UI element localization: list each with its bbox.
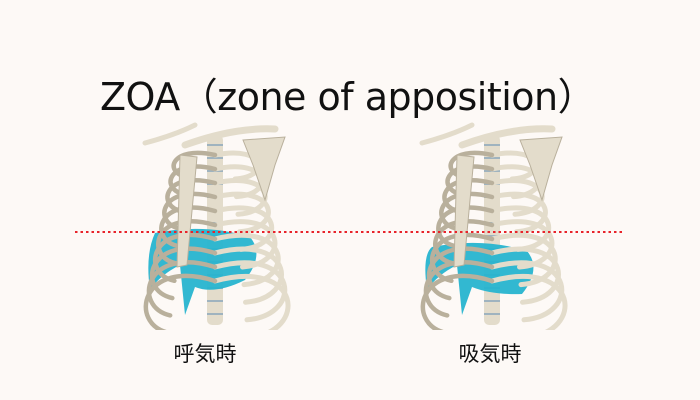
rib-left: [433, 219, 495, 266]
sternum: [453, 154, 475, 268]
rib-left: [149, 246, 218, 301]
rib-left: [426, 246, 495, 301]
rib-right: [212, 246, 284, 305]
rib-right: [212, 205, 275, 252]
clavicle: [458, 125, 556, 149]
scapula: [519, 136, 563, 202]
rib-right: [212, 232, 281, 288]
rib-left: [146, 260, 218, 318]
rib-right: [212, 273, 291, 330]
rib-left: [156, 219, 218, 266]
rib-right: [489, 273, 568, 330]
rib-left: [143, 273, 218, 330]
rib-right: [212, 191, 271, 235]
rib-left: [436, 205, 495, 249]
sternum: [176, 154, 198, 268]
ribcage-illustration-inhale: [419, 122, 568, 330]
inhale-label: 吸気時: [458, 342, 522, 366]
rib-right: [489, 205, 552, 252]
rib-right: [489, 246, 561, 305]
rib-right: [489, 232, 558, 288]
rib-right: [212, 260, 288, 323]
rib-left: [420, 273, 495, 330]
clavicle: [181, 125, 279, 149]
rib-left: [445, 164, 495, 197]
rib-left: [152, 232, 218, 284]
exhale-label: 呼気時: [173, 342, 237, 366]
rib-left: [423, 260, 495, 318]
rib-left: [159, 205, 218, 249]
clavicle-left: [419, 122, 475, 146]
scapula: [242, 136, 286, 202]
clavicle-left: [142, 122, 198, 146]
rib-left: [429, 232, 495, 284]
page-title: ZOA（zone of apposition）: [100, 75, 596, 119]
rib-right: [489, 260, 565, 323]
rib-left: [168, 164, 218, 197]
rib-right: [489, 191, 548, 235]
ribcage-illustration-exhale: [142, 122, 291, 330]
